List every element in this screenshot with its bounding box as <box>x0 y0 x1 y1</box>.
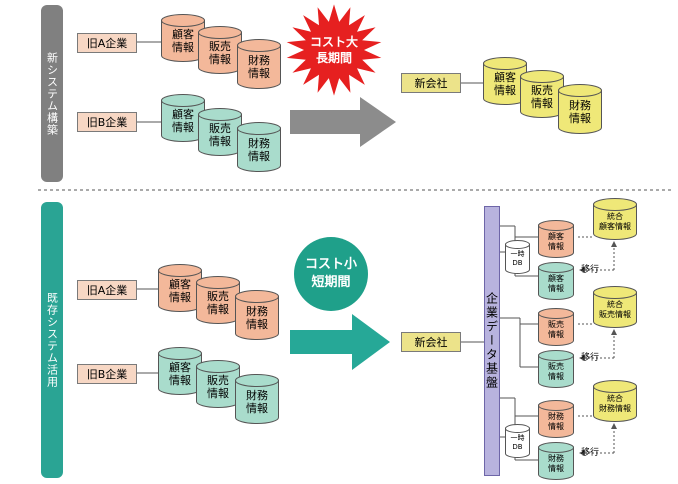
db-finance-b-right: 財務 情報 <box>538 442 574 480</box>
db-customer-a-top: 顧客 情報 <box>161 14 205 62</box>
cylinder-shape <box>593 380 637 422</box>
cost-high-burst: コスト大 長期間 <box>282 3 386 97</box>
integrated-customer-db: 統合 顧客情報 <box>593 198 637 240</box>
db-customer-b-right: 顧客 情報 <box>538 262 574 300</box>
cylinder-shape <box>593 198 637 240</box>
section-label-existing-system: 既存システム活用 <box>41 202 63 478</box>
cylinder-shape <box>538 308 574 346</box>
enterprise-data-platform: 企業データ基盤 <box>484 206 500 476</box>
new-company-box-top: 新会社 <box>401 73 461 93</box>
company-b-box-bottom: 旧B企業 <box>77 364 137 384</box>
db-customer-b-bottom: 顧客 情報 <box>158 347 202 395</box>
db-sales-b-top: 販売 情報 <box>198 108 242 156</box>
cylinder-shape <box>158 347 202 395</box>
migration-label-2: 移行 <box>581 353 600 363</box>
cylinder-shape <box>237 39 281 89</box>
company-a-box-bottom: 旧A企業 <box>77 280 137 300</box>
temp-db-1: 一時 DB <box>505 240 530 274</box>
cost-low-circle: コスト小 短期間 <box>294 237 368 311</box>
cylinder-shape <box>196 276 240 324</box>
db-customer-a-right: 顧客 情報 <box>538 220 574 258</box>
cylinder-shape <box>483 57 527 105</box>
cylinder-shape <box>538 220 574 258</box>
integrated-finance-db: 統合 財務情報 <box>593 380 637 422</box>
company-a-box-top: 旧A企業 <box>77 33 137 53</box>
cylinder-shape <box>235 374 279 424</box>
cylinder-shape <box>538 262 574 300</box>
db-finance-b-top: 財務 情報 <box>237 122 281 172</box>
db-customer-a-bottom: 顧客 情報 <box>158 264 202 312</box>
db-customer-new-top: 顧客 情報 <box>483 57 527 105</box>
db-finance-a-top: 財務 情報 <box>237 39 281 89</box>
burst-shape <box>286 4 382 96</box>
db-sales-a-right: 販売 情報 <box>538 308 574 346</box>
new-company-box-bottom: 新会社 <box>401 332 461 352</box>
temp-db-2: 一時 DB <box>505 424 530 458</box>
db-sales-a-bottom: 販売 情報 <box>196 276 240 324</box>
db-finance-b-bottom: 財務 情報 <box>235 374 279 424</box>
section-label-new-system: 新システム構築 <box>41 5 63 182</box>
db-sales-b-bottom: 販売 情報 <box>196 360 240 408</box>
cylinder-shape <box>593 286 637 328</box>
db-finance-new-top: 財務 情報 <box>558 84 602 134</box>
cylinder-shape <box>235 290 279 340</box>
company-b-box-top: 旧B企業 <box>77 112 137 132</box>
cylinder-shape <box>538 400 574 438</box>
cylinder-shape <box>237 122 281 172</box>
cylinder-shape <box>520 70 564 118</box>
db-sales-new-top: 販売 情報 <box>520 70 564 118</box>
cylinder-shape <box>538 350 574 388</box>
db-customer-b-top: 顧客 情報 <box>161 94 205 142</box>
migration-label-3: 移行 <box>581 448 600 458</box>
migration-label-1: 移行 <box>581 265 600 275</box>
cylinder-shape <box>196 360 240 408</box>
db-finance-a-bottom: 財務 情報 <box>235 290 279 340</box>
cylinder-shape <box>538 442 574 480</box>
db-sales-b-right: 販売 情報 <box>538 350 574 388</box>
integrated-sales-db: 統合 販売情報 <box>593 286 637 328</box>
cylinder-shape <box>505 240 530 274</box>
cylinder-shape <box>505 424 530 458</box>
db-sales-a-top: 販売 情報 <box>198 26 242 74</box>
cylinder-shape <box>161 14 205 62</box>
db-finance-a-right: 財務 情報 <box>538 400 574 438</box>
cylinder-shape <box>558 84 602 134</box>
